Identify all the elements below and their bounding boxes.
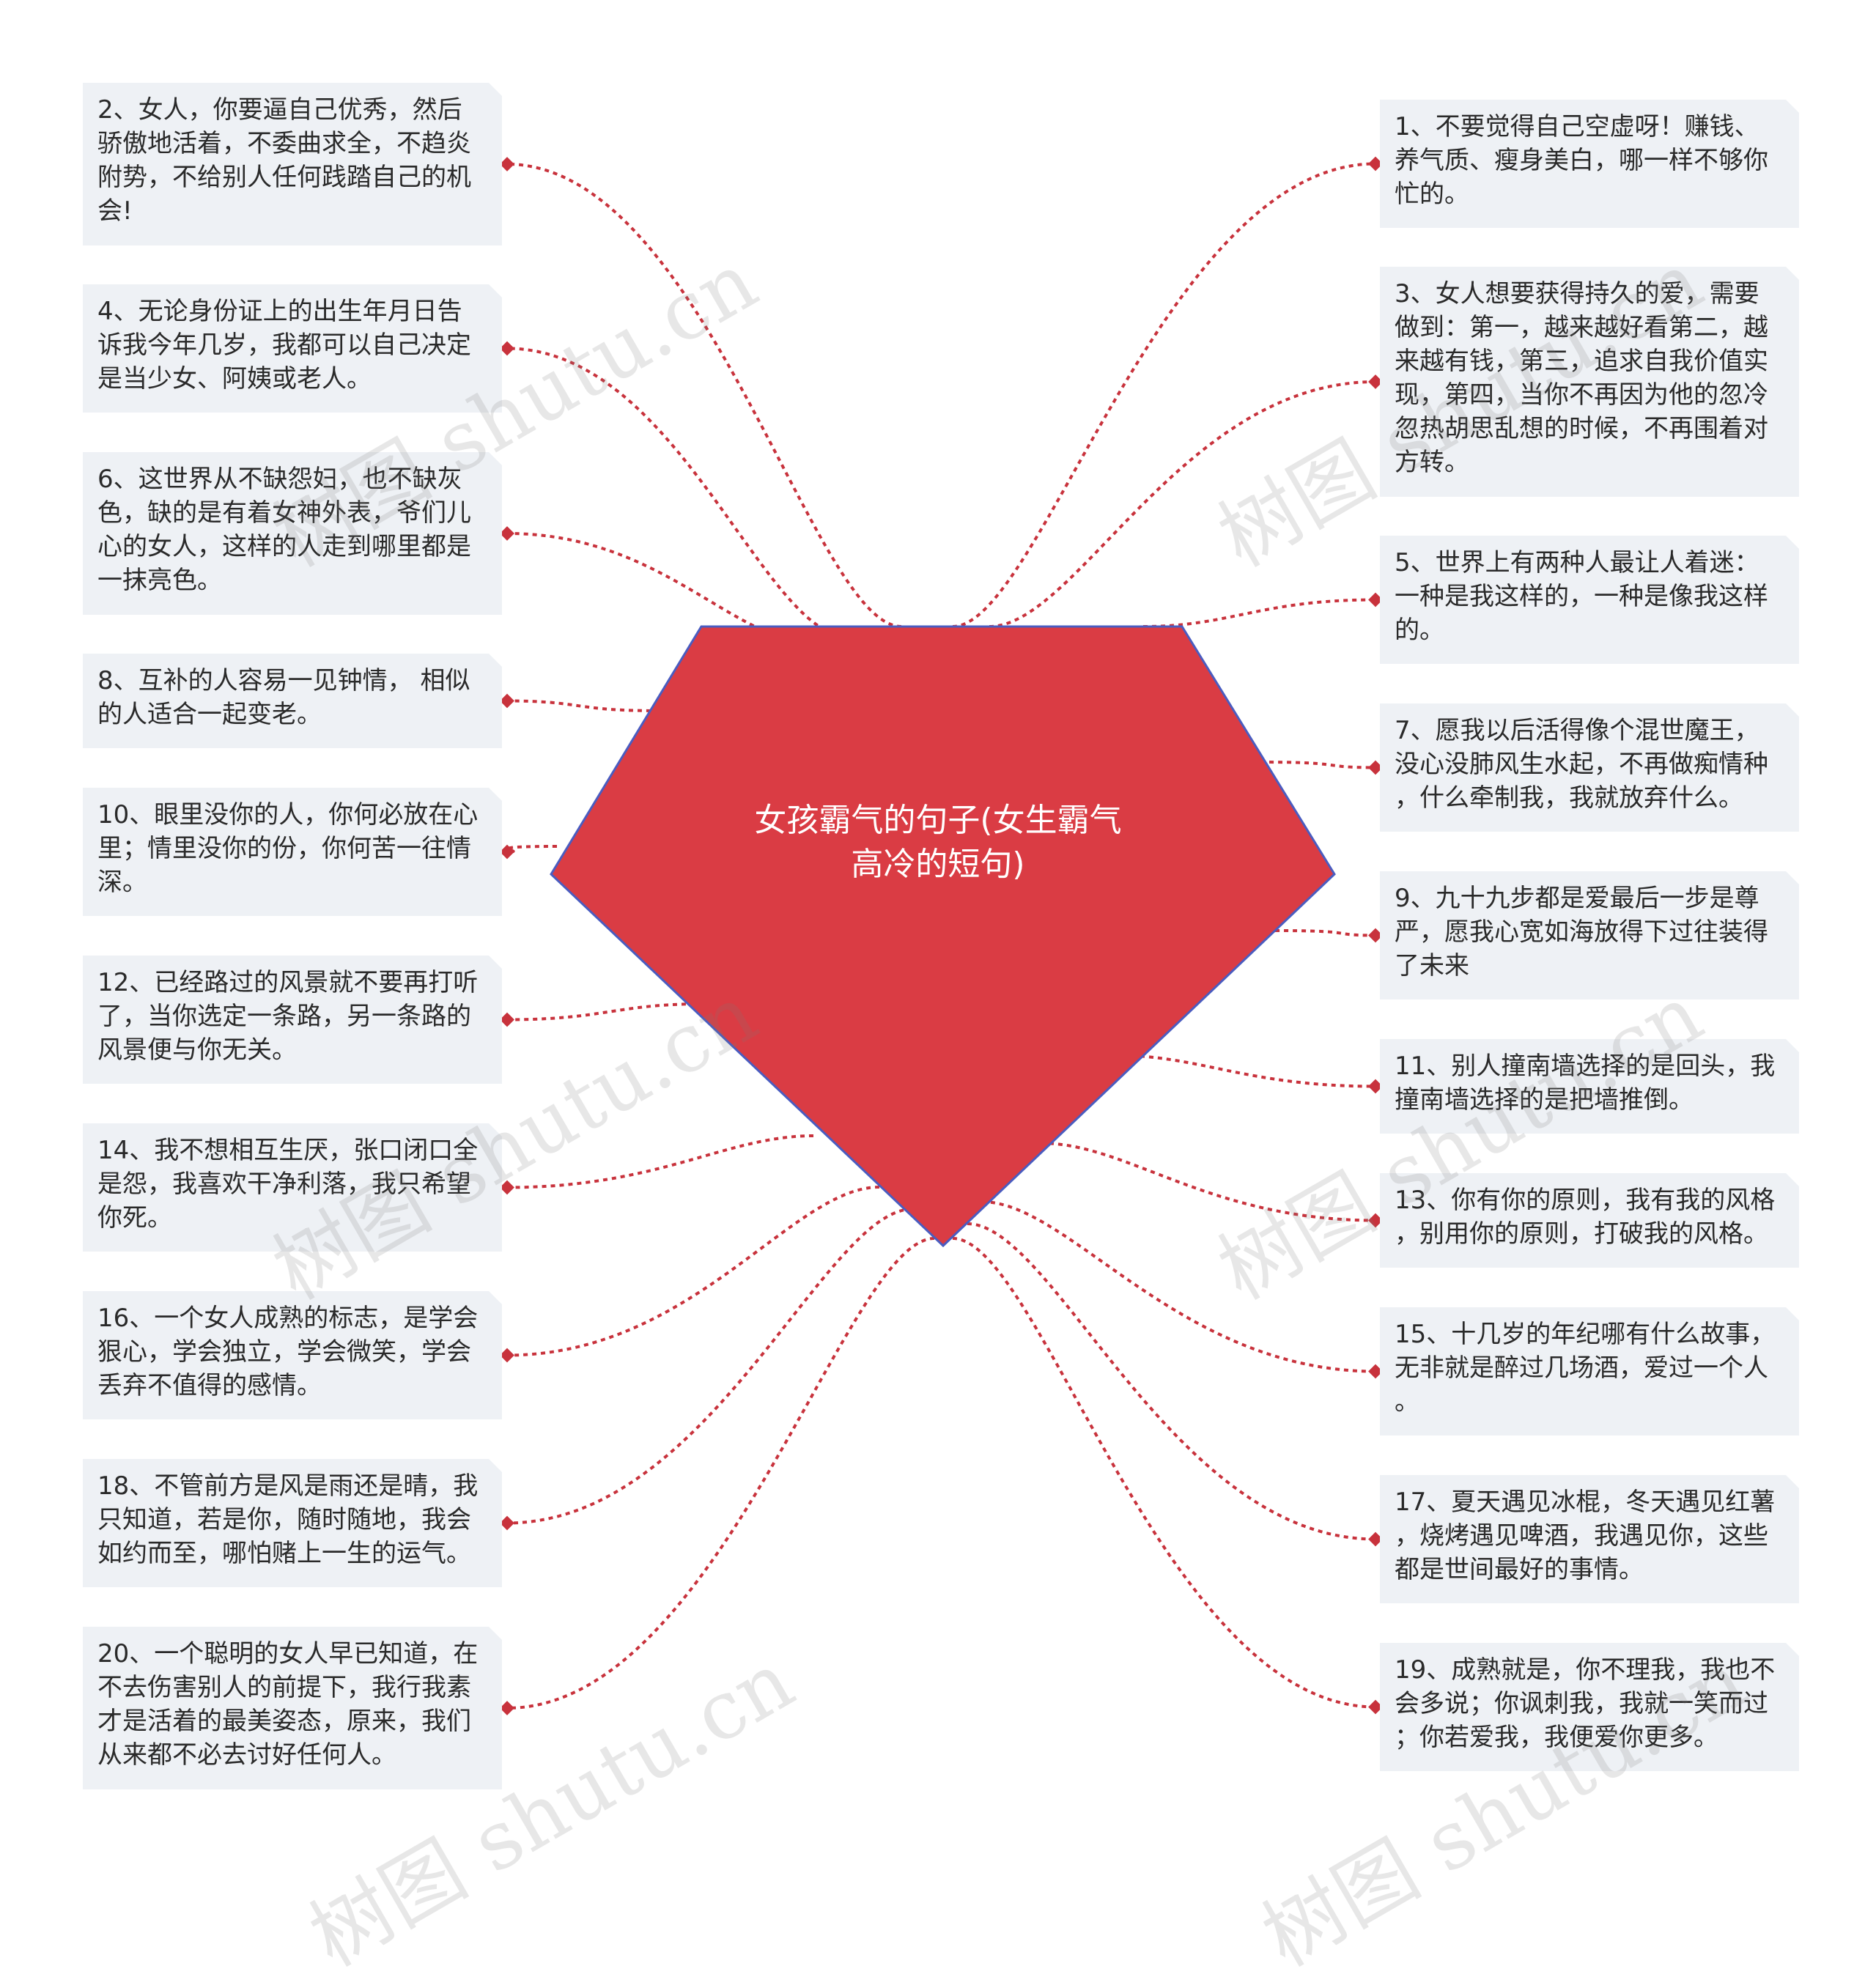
right-branch-node[interactable]: 13、你有你的原则，我有我的风格 ，别用你的原则，打破我的风格。 <box>1380 1173 1799 1268</box>
right-connector-line <box>1113 1054 1376 1088</box>
left-connector-diamond-icon <box>500 341 514 356</box>
right-connector-diamond-icon <box>1368 1213 1383 1228</box>
right-connector-line <box>1142 598 1376 628</box>
left-connector-line <box>506 163 902 628</box>
right-branch-node[interactable]: 17、夏天遇见冰棍，冬天遇见红薯 ，烧烤遇见啤酒，我遇见你，这些 都是世间最好的… <box>1380 1475 1799 1603</box>
link-layer <box>500 156 1383 1715</box>
left-connector-line <box>506 1134 814 1189</box>
right-connector-diamond-icon <box>1368 1699 1383 1715</box>
right-branch-node[interactable]: 11、别人撞南墙选择的是回头，我 撞南墙选择的是把墙推倒。 <box>1380 1039 1799 1134</box>
left-connector-line <box>506 1186 880 1357</box>
right-connector-line <box>952 1237 1376 1709</box>
right-connector-line <box>967 1222 1376 1541</box>
left-connector-line <box>506 699 660 712</box>
right-connector-line <box>989 380 1376 628</box>
left-branch-node[interactable]: 20、一个聪明的女人早已知道，在 不去伤害别人的前提下，我行我素 才是活着的最美… <box>83 1627 502 1789</box>
right-connector-diamond-icon <box>1368 1531 1383 1547</box>
left-branch-node[interactable]: 14、我不想相互生厌，张口闭口全 是怨，我喜欢干净利落，我只希望 你死。 <box>83 1123 502 1252</box>
left-connector-line <box>506 1002 704 1021</box>
right-branch-node[interactable]: 3、女人想要获得持久的爱，需要 做到：第一，越来越好看第二，越 来越有钱，第三，… <box>1380 267 1799 497</box>
right-branch-node[interactable]: 5、世界上有两种人最让人着迷： 一种是我这样的，一种是像我这样 的。 <box>1380 536 1799 664</box>
left-connector-line <box>506 1237 935 1710</box>
left-connector-diamond-icon <box>500 1515 514 1531</box>
right-connector-diamond-icon <box>1368 592 1383 607</box>
right-branch-node[interactable]: 7、愿我以后活得像个混世魔王， 没心没肺风生水起，不再做痴情种 ，什么牵制我，我… <box>1380 703 1799 832</box>
left-branch-node[interactable]: 10、眼里没你的人，你何必放在心 里；情里没你的份，你何苦一往情 深。 <box>83 788 502 916</box>
left-connector-diamond-icon <box>500 844 514 860</box>
right-connector-diamond-icon <box>1368 760 1383 775</box>
right-connector-line <box>1040 1142 1376 1222</box>
right-branch-node[interactable]: 9、九十九步都是爱最后一步是尊 严，愿我心宽如海放得下过往装得 了未来 <box>1380 871 1799 999</box>
left-branch-node[interactable]: 8、互补的人容易一见钟情， 相似 的人适合一起变老。 <box>83 654 502 748</box>
left-connector-line <box>506 1208 913 1525</box>
right-connector-line <box>952 162 1376 628</box>
left-connector-diamond-icon <box>500 1180 514 1195</box>
left-connector-diamond-icon <box>500 157 514 171</box>
right-connector-diamond-icon <box>1368 928 1383 943</box>
left-connector-diamond-icon <box>500 693 514 709</box>
right-connector-line <box>1260 761 1376 769</box>
center-diamond-shape[interactable] <box>550 625 1336 1248</box>
right-connector-line <box>1274 929 1376 937</box>
left-branch-node[interactable]: 12、已经路过的风景就不要再打听 了，当你选定一条路，另一条路的 风景便与你无关… <box>83 956 502 1084</box>
left-connector-line <box>506 845 558 854</box>
left-branch-node[interactable]: 2、女人，你要逼自己优秀，然后 骄傲地活着，不委曲求全，不趋炎 附势，不给别人任… <box>83 83 502 245</box>
left-branch-node[interactable]: 18、不管前方是风是雨还是晴，我 只知道，若是你，随时随地，我会 如约而至，哪怕… <box>83 1459 502 1587</box>
right-connector-diamond-icon <box>1368 1364 1383 1379</box>
left-connector-line <box>506 347 851 639</box>
center-topic-label[interactable]: 女孩霸气的句子(女生霸气 高冷的短句) <box>754 802 1122 883</box>
right-branch-node[interactable]: 1、不要觉得自己空虚呀！赚钱、 养气质、瘦身美白，哪一样不够你 忙的。 <box>1380 100 1799 228</box>
left-connector-diamond-icon <box>500 1012 514 1027</box>
left-connector-diamond-icon <box>500 526 514 541</box>
left-connector-diamond-icon <box>500 1701 514 1715</box>
right-branch-node[interactable]: 15、十几岁的年纪哪有什么故事， 无非就是醉过几场酒，爱过一个人 。 <box>1380 1307 1799 1435</box>
right-branch-node[interactable]: 19、成熟就是，你不理我，我也不 会多说；你讽刺我，我就一笑而过 ；你若爱我，我… <box>1380 1643 1799 1771</box>
left-connector-diamond-icon <box>500 1348 514 1363</box>
left-branch-node[interactable]: 16、一个女人成熟的标志，是学会 狠心，学会独立，学会微笑，学会 丢弃不值得的感… <box>83 1291 502 1419</box>
right-connector-diamond-icon <box>1368 1079 1383 1094</box>
right-connector-line <box>981 1200 1376 1373</box>
left-branch-node[interactable]: 4、无论身份证上的出生年月日告 诉我今年几岁，我都可以自己决定 是当少女、阿姨或… <box>83 284 502 413</box>
right-connector-diamond-icon <box>1368 156 1383 171</box>
left-branch-node[interactable]: 6、这世界从不缺怨妇，也不缺灰 色，缺的是有着女神外表，爷们儿 心的女人，这样的… <box>83 452 502 615</box>
right-connector-diamond-icon <box>1368 374 1383 389</box>
